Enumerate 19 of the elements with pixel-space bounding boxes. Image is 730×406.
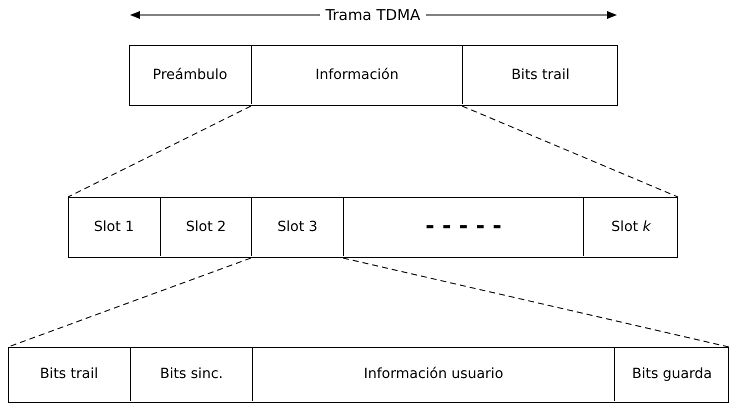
dashed-connector — [68, 106, 252, 198]
frame-bar — [129, 45, 618, 106]
frame-field: Preámbulo — [129, 45, 251, 104]
frame-field: Bits trail — [8, 347, 130, 401]
dashed-connector — [462, 106, 678, 198]
frame-field: Slot 2 — [160, 197, 251, 256]
frame-field: Bits trail — [462, 45, 618, 104]
frame-field: Bits guarda — [614, 347, 729, 401]
frame-field: Slot 3 — [251, 197, 343, 256]
dashed-connector — [8, 258, 252, 348]
frame-field: Slot 1 — [68, 197, 160, 256]
frame-field: - - - - - — [343, 197, 583, 256]
frame-field: Información — [251, 45, 462, 104]
dashed-connector — [342, 258, 730, 348]
frame-bar — [8, 347, 729, 403]
frame-field: Slot k — [583, 197, 678, 256]
frame-field: Información usuario — [252, 347, 614, 401]
frame-field: Bits sinc. — [130, 347, 252, 401]
frame-bar — [68, 197, 678, 258]
